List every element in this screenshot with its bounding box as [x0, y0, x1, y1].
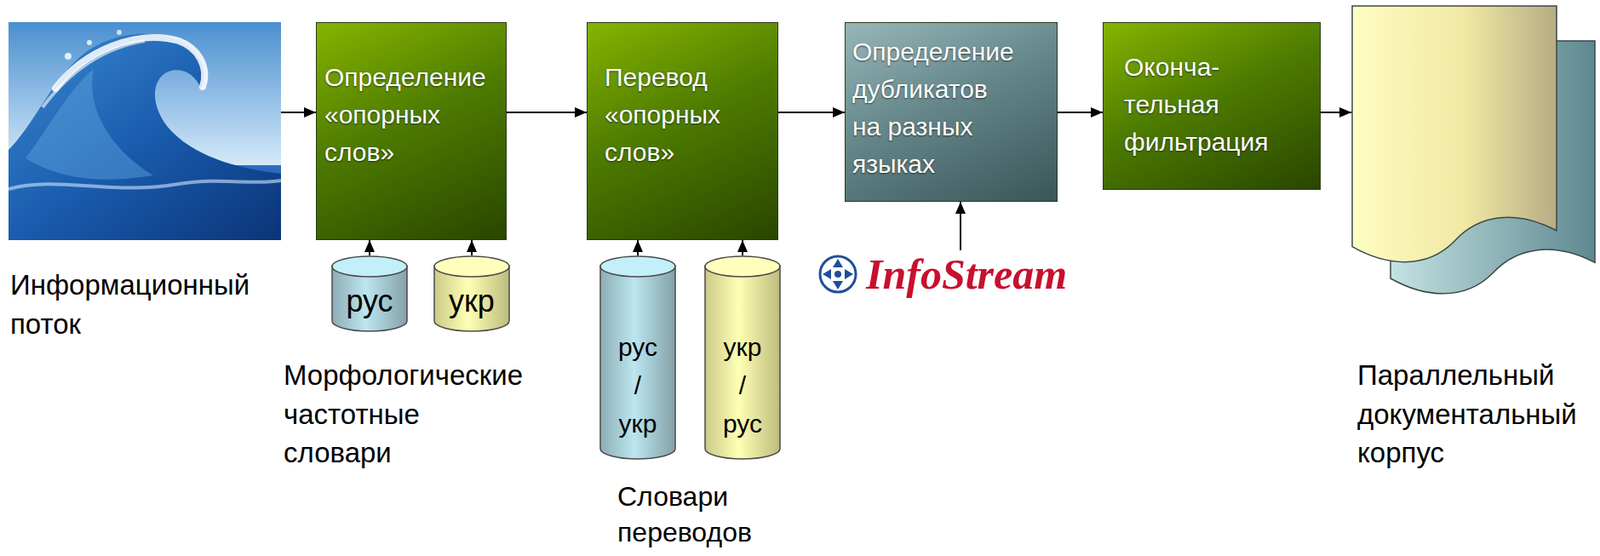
connector-arrow: [281, 111, 316, 114]
cylinder-text: рус: [344, 282, 396, 320]
connector-arrow: [636, 240, 639, 256]
logo-node: InfoStream: [865, 250, 1107, 300]
connector-arrow: [368, 240, 371, 256]
connector-arrow: [778, 111, 845, 114]
process-box: Перевод «опорных слов»: [586, 22, 779, 241]
connector-arrow: [470, 240, 473, 256]
spray: [86, 40, 92, 46]
wave-foam: [42, 40, 145, 108]
process-box: Определение дубликатов на разных языках: [844, 22, 1058, 202]
box-text: Определение «опорных слов»: [324, 58, 490, 172]
sea-foam: [8, 180, 282, 190]
cylinder-text: рус / укр: [616, 327, 660, 443]
database-cylinder: рус / укр: [599, 255, 677, 460]
spray: [64, 52, 72, 60]
wave-body: [8, 34, 282, 241]
label-holder: Морфологические частотные словари: [283, 355, 528, 473]
database-cylinder: укр: [433, 255, 511, 333]
cylinder-body: [600, 265, 676, 459]
box-text: Оконча- тельная фильтрация: [1124, 48, 1273, 161]
caption-label: Словари переводов: [617, 479, 756, 551]
cylinder-text: укр: [447, 282, 497, 320]
document-outline: [1351, 5, 1597, 307]
box-text: Перевод «опорных слов»: [604, 58, 725, 172]
spray: [116, 29, 122, 35]
sky: [8, 22, 282, 241]
wave-picture: [8, 22, 282, 241]
database-cylinder: укр / рус: [704, 255, 781, 460]
logo-text: InfoStream: [865, 250, 1107, 300]
label-holder: Словари переводов: [617, 479, 756, 551]
wave-light: [25, 68, 154, 180]
connector-arrow: [1057, 111, 1103, 114]
image-node: Информационный поток: [8, 22, 282, 241]
front-page: [1352, 5, 1557, 263]
connector-arrow: [506, 111, 587, 114]
caption-label: Морфологические частотные словари: [283, 355, 528, 473]
cylinder-top: [705, 256, 780, 277]
connector-arrow: [959, 201, 962, 251]
document-stack: Параллельный документальный корпус: [1351, 5, 1597, 307]
cylinder-top: [434, 256, 510, 277]
cylinder-body: [705, 265, 780, 459]
process-box: Оконча- тельная фильтрация: [1102, 22, 1321, 190]
icon-core: [834, 270, 842, 278]
cylinder-top: [332, 256, 408, 277]
database-cylinder: рус: [331, 255, 408, 333]
process-box: Определение «опорных слов»: [315, 22, 507, 241]
cylinder-text: укр / рус: [721, 327, 764, 443]
node-label: Информационный поток: [10, 265, 254, 344]
outside-label-holder: Информационный поток: [10, 265, 254, 344]
cylinder-top: [600, 256, 676, 277]
box-text: Определение дубликатов на разных языках: [852, 33, 1018, 184]
node-label: Параллельный документальный корпус: [1357, 355, 1581, 473]
connector-arrow: [1320, 111, 1352, 114]
infostream-icon: [817, 253, 859, 295]
outside-label-holder: Параллельный документальный корпус: [1357, 355, 1581, 473]
icon-arrows: [822, 258, 854, 290]
icon-ring: [820, 256, 856, 293]
connector-arrow: [741, 240, 744, 256]
